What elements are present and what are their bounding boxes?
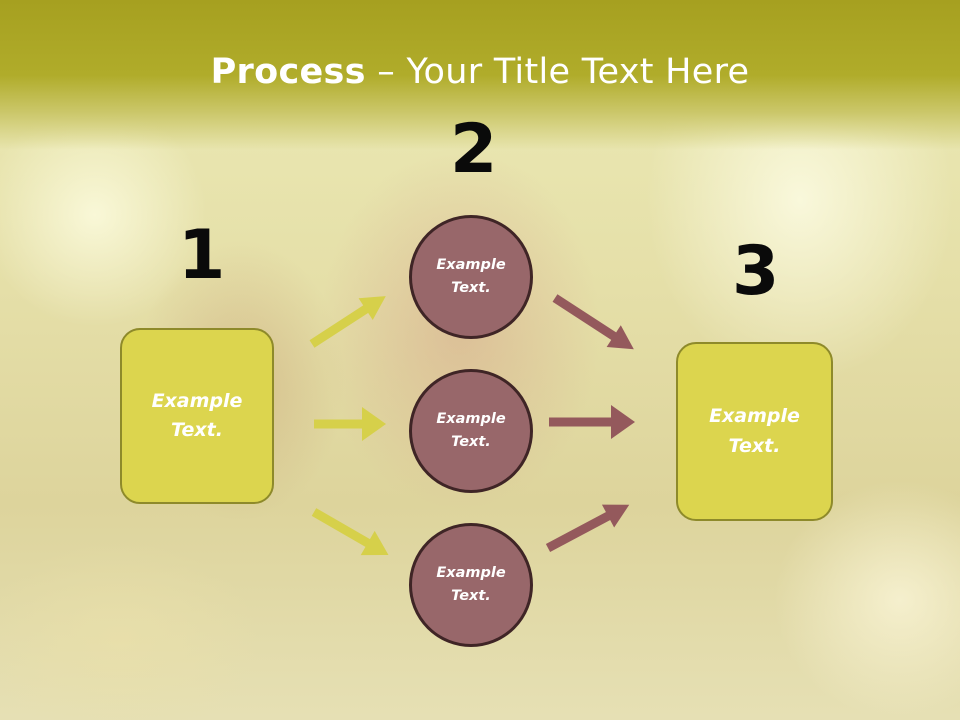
circle-top: Example Text. (409, 215, 533, 339)
arrow-from-middle-circle (549, 405, 635, 439)
arrow-to-middle-circle (314, 407, 386, 441)
left-step-box: Example Text. (120, 328, 274, 504)
step-number-3: 3 (732, 232, 780, 311)
arrow-to-bottom-circle (311, 508, 389, 556)
step-number-1: 1 (178, 216, 226, 295)
circle-top-text: Example Text. (436, 256, 506, 296)
arrow-from-bottom-circle (545, 504, 630, 552)
step-number-2: 2 (450, 110, 498, 189)
arrow-to-top-circle (309, 296, 386, 348)
slide-title: Process – Your Title Text Here (0, 52, 960, 92)
circle-middle-text: Example Text. (436, 410, 506, 450)
right-box-text: Example Text. (709, 405, 800, 457)
arrow-from-top-circle (552, 294, 634, 350)
circle-middle: Example Text. (409, 369, 533, 493)
right-step-box: Example Text. (676, 342, 833, 521)
header-band (0, 0, 960, 150)
circle-bottom: Example Text. (409, 523, 533, 647)
title-bold: Process (210, 52, 366, 92)
left-box-text: Example Text. (151, 389, 243, 441)
circle-bottom-text: Example Text. (436, 564, 506, 604)
title-rest: – Your Title Text Here (365, 52, 750, 92)
yellow-arrows (309, 296, 389, 556)
mauve-arrows (545, 294, 635, 552)
